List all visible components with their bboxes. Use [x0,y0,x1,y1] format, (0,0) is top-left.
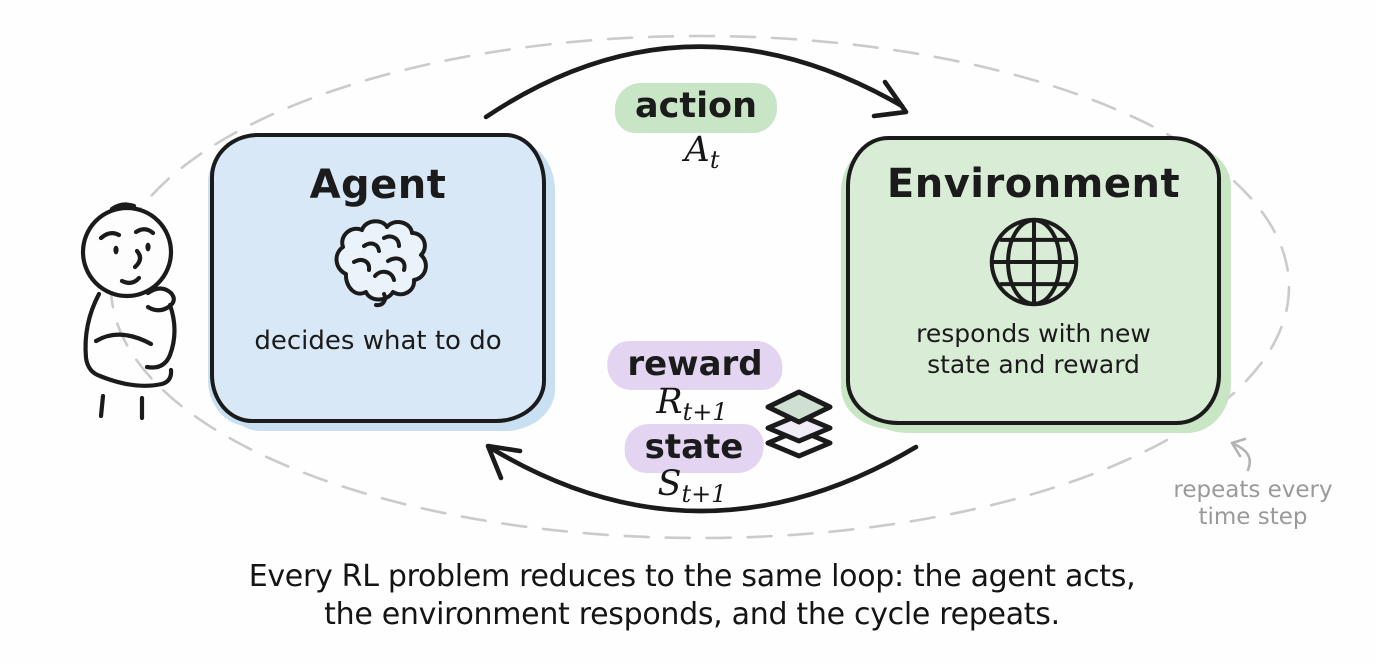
repeat-note-line2: time step [1198,504,1308,530]
agent-subtitle: decides what to do [254,326,502,356]
environment-box: Environment responds with new state and … [846,136,1221,425]
caption-line2: the environment responds, and the cycle … [324,597,1060,632]
repeat-note-line1: repeats every [1173,477,1333,503]
thinking-person-icon [80,202,177,421]
brain-icon [326,215,430,315]
reward-symbol: Rt+1 [656,382,728,426]
agent-box: Agent decides what to do [210,133,546,423]
globe-icon [986,214,1082,314]
environment-title: Environment [886,161,1181,207]
action-symbol: At [684,130,720,174]
agent-title: Agent [309,162,447,208]
state-symbol: St+1 [657,464,727,508]
environment-subtitle: responds with new state and reward [916,319,1151,380]
state-label: state [624,424,764,473]
repeat-arrow-icon [1230,437,1252,472]
reward-label: reward [607,341,783,390]
action-label: action [614,83,778,133]
layers-icon [765,389,833,459]
caption-line1: Every RL problem reduces to the same loo… [248,559,1136,594]
